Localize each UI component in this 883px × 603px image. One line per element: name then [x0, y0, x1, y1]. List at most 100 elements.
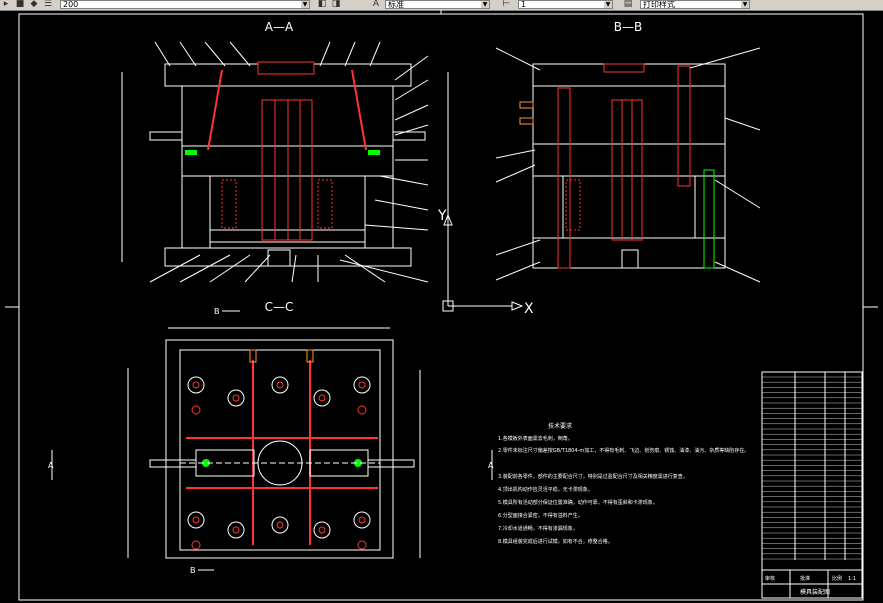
print-icon[interactable]: ■ [15, 0, 25, 9]
chevron-down-icon[interactable]: ▼ [481, 1, 489, 8]
return-spring-right [317, 179, 333, 229]
spacer-block-b-right [694, 175, 726, 239]
angle-pin-right [351, 69, 367, 151]
leader-line [394, 104, 429, 121]
bolt-hole-inner [358, 516, 366, 524]
leader-line [204, 41, 226, 67]
leader-line [229, 41, 251, 67]
leader-line [495, 164, 536, 183]
leader-line [291, 254, 297, 283]
layer-icon[interactable]: ☰ [43, 0, 53, 9]
leader-line [364, 224, 429, 231]
drawing-svg: A—A [5, 7, 878, 601]
leader-line [339, 259, 429, 283]
open-icon[interactable]: ▸ [3, 0, 9, 9]
drawing-canvas[interactable]: A—A [0, 7, 883, 603]
chevron-down-icon[interactable]: ▼ [741, 1, 749, 8]
leader-line [724, 117, 761, 131]
leader-line [394, 55, 429, 81]
bolt-hole [271, 376, 289, 394]
section-bb-label: B—B [614, 20, 642, 34]
drawing-title: 模具装配图 [800, 588, 830, 596]
parts-list-frame [761, 371, 863, 599]
cooling-inlet [306, 349, 314, 363]
leader-line [344, 41, 356, 67]
cooling-fitting-right [392, 131, 426, 141]
dim-style-icon[interactable]: ⊢ [502, 0, 510, 9]
title-cell: 1:1 [848, 576, 856, 582]
note-item-5: 5.模具所有活动部分保证位置准确，动作可靠，不得有歪斜和卡滞现象。 [498, 499, 658, 506]
view-marker-a-right: A [488, 461, 494, 470]
mold-plate-inner [179, 349, 381, 551]
section-cc-label: C—C [265, 300, 294, 314]
ucs-x-label: X [524, 301, 534, 317]
leader-line [394, 79, 429, 101]
note-item-2: 2.零件未标注尺寸偏差按GB/T1804-m加工，不得有毛刺、飞边、划伤痕、锈蚀… [498, 447, 749, 454]
bolt-hole-inner [192, 516, 200, 524]
leader-line [379, 175, 429, 186]
o-ring-marker [354, 459, 362, 467]
bolt-hole-inner [192, 381, 200, 389]
style-combo-value: 标准 [388, 0, 404, 9]
pin-hole [191, 405, 201, 415]
bolt-hole-inner [232, 394, 240, 402]
layer-state-icon[interactable]: ◧ [317, 0, 327, 9]
technical-notes: 技术要求 1.各模板外表面需去毛刺，倒角。 2.零件未标注尺寸偏差按GB/T18… [498, 422, 749, 545]
title-block: 审核 批准 比例 1:1 模具装配图 [761, 371, 863, 599]
ucs-y-label: Y [437, 208, 447, 224]
notes-title: 技术要求 [548, 422, 572, 430]
bolt-hole-inner [276, 521, 284, 529]
parts-list-rows [762, 376, 862, 560]
leader-line [714, 179, 761, 209]
bolt-hole [187, 376, 205, 394]
bolt-hole [353, 376, 371, 394]
leader-line [179, 41, 197, 67]
sprue-bush [257, 61, 315, 75]
plot-style-icon[interactable]: ▤ [623, 0, 633, 9]
toolbar: ▸ ■ ◆ ☰ 200 ▼ ◧ ◨ A 标准 ▼ ⊢ 1 ▼ ▤ 打印样式 ▼ [0, 0, 883, 11]
dim-combo[interactable]: 1 ▼ [518, 0, 613, 9]
pin-hole [357, 405, 367, 415]
mold-plate-outline [165, 339, 394, 559]
leader-line [394, 124, 429, 136]
plot-combo[interactable]: 打印样式 ▼ [640, 0, 750, 9]
return-spring-left [221, 179, 237, 229]
bolt-hole-inner [358, 381, 366, 389]
leader-line [149, 254, 201, 283]
leader-line [374, 199, 429, 211]
leader-line [495, 239, 541, 256]
return-pin-b [677, 65, 691, 187]
plot-combo-value: 打印样式 [643, 0, 675, 9]
cooling-inlet [249, 349, 257, 363]
preview-icon[interactable]: ◆ [30, 0, 38, 9]
view-marker-b-bottom: B [190, 566, 196, 575]
ucs-origin-box [442, 300, 454, 312]
bolt-hole [353, 511, 371, 529]
leader-line [369, 41, 381, 67]
style-combo[interactable]: 标准 ▼ [385, 0, 490, 9]
bolt-hole-inner [232, 526, 240, 534]
chevron-down-icon[interactable]: ▼ [301, 1, 309, 8]
o-ring-right [368, 150, 380, 155]
layer-combo[interactable]: 200 ▼ [60, 0, 310, 9]
leader-line [209, 254, 251, 283]
drawing-border [18, 13, 864, 601]
layer-prev-icon[interactable]: ◨ [331, 0, 341, 9]
cavity-plate-b [532, 85, 726, 145]
leader-line [344, 254, 386, 283]
pin-hole [357, 540, 367, 550]
spring-b [565, 179, 581, 231]
leader-line [244, 254, 271, 283]
chevron-down-icon[interactable]: ▼ [604, 1, 612, 8]
leader-line [495, 47, 541, 71]
note-item-6: 6.分型面接合紧密，不得有溢料产生。 [498, 512, 583, 519]
note-item-4: 4.顶出机构动作应灵活平稳，无卡滞现象。 [498, 486, 593, 493]
spacer-block-right [364, 175, 394, 249]
text-style-icon[interactable]: A [372, 0, 380, 9]
section-cc-view: C—C B [48, 300, 494, 575]
locating-ring [267, 249, 291, 267]
slide-fitting-left [149, 459, 197, 468]
section-aa-view: A—A [121, 20, 449, 283]
bolt-hole-inner [276, 381, 284, 389]
